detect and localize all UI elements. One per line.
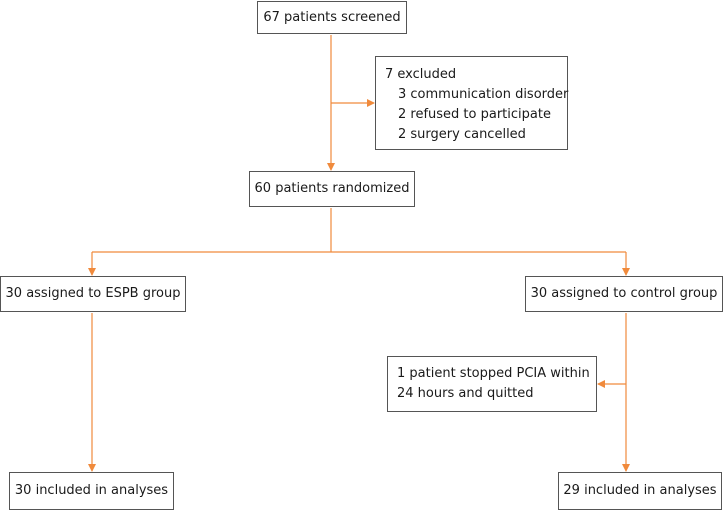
randomized-box: 60 patients randomized bbox=[249, 171, 415, 207]
screened-label: 67 patients screened bbox=[263, 9, 401, 25]
control-group-box: 30 assigned to control group bbox=[525, 276, 723, 312]
espb-group-box: 30 assigned to ESPB group bbox=[0, 276, 186, 312]
excluded-box: 7 excluded 3 communication disorder 2 re… bbox=[375, 56, 568, 150]
excluded-reason-cancelled: 2 surgery cancelled bbox=[398, 127, 526, 142]
control-analysed-box: 29 included in analyses bbox=[558, 472, 722, 510]
control-dropout-box: 1 patient stopped PCIA within 24 hours a… bbox=[387, 356, 597, 412]
control-dropout-line-1: 1 patient stopped PCIA within bbox=[397, 366, 590, 381]
excluded-reason-communication: 3 communication disorder bbox=[398, 87, 569, 102]
randomized-label: 60 patients randomized bbox=[254, 181, 410, 196]
control-dropout-line-2: 24 hours and quitted bbox=[397, 386, 534, 401]
control-analysed-label: 29 included in analyses bbox=[563, 483, 717, 498]
control-group-label: 30 assigned to control group bbox=[530, 286, 718, 301]
espb-analysed-label: 30 included in analyses bbox=[14, 483, 169, 498]
excluded-title: 7 excluded bbox=[385, 67, 457, 82]
espb-group-label: 30 assigned to ESPB group bbox=[5, 286, 181, 301]
espb-analysed-box: 30 included in analyses bbox=[9, 472, 174, 510]
screened-box: 67 patients screened bbox=[257, 1, 407, 34]
excluded-reason-refused: 2 refused to participate bbox=[398, 107, 551, 122]
